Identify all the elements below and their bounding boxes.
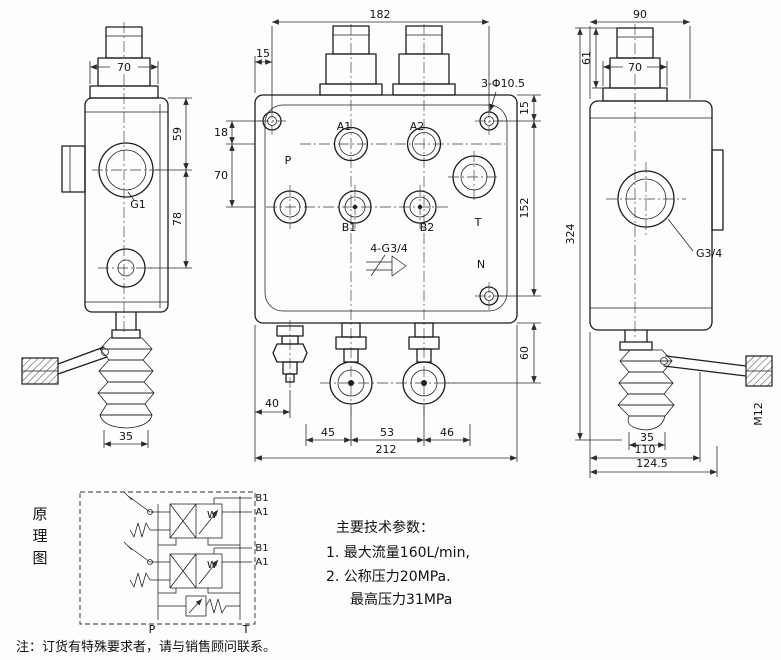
right-lever-assembly [617, 329, 773, 431]
port-b1 [338, 185, 372, 229]
port-label-a1: A1 [337, 120, 352, 133]
left-side-view: 70 G1 59 78 [21, 22, 192, 448]
right-body-boss [711, 149, 724, 231]
schematic-w-label-1: W [207, 510, 217, 521]
schematic-title-char-3: 图 [32, 549, 47, 567]
dim-label-left-cap-width: 70 [117, 61, 131, 74]
dim-label-left-lower: 78 [171, 212, 184, 226]
dim-label-seg2: 53 [380, 426, 394, 439]
dim-lines-offset-left [254, 56, 272, 93]
dim-label-right-grip: 35 [640, 431, 654, 444]
dim-label-total-height: 324 [564, 224, 577, 245]
dim-label-left-grip: 35 [119, 430, 133, 443]
left-lever-assembly [21, 311, 155, 429]
port-label-a2: A2 [410, 120, 425, 133]
dim-label-thread: M12 [752, 402, 765, 426]
label-ports-thread: 4-G3/4 [370, 242, 408, 255]
label-mount-holes: 3-Φ10.5 [481, 77, 525, 90]
dim-label-offset-left: 15 [256, 47, 270, 60]
port-t-boss [448, 151, 500, 203]
specs-line-1: 1. 最大流量160L/min, [326, 545, 470, 561]
dim-lines-right-cap-width [602, 61, 668, 86]
dim-lines-left-cap-width [89, 61, 159, 84]
dim-label-depth: 90 [633, 8, 647, 21]
port-label-p: P [285, 154, 292, 167]
dim-lines-left-offsets [226, 120, 261, 208]
right-cap [602, 27, 668, 102]
valve-body-left [84, 97, 169, 313]
dim-label-right-cap-width: 70 [628, 61, 642, 74]
specs-line-2: 2. 公称压力20MPa. [326, 569, 451, 585]
order-note: 注：订货有特殊要求者，请与销售顾问联系。 [16, 639, 276, 655]
schematic-relief-valve [158, 595, 240, 617]
dim-label-relief-offset: 40 [265, 397, 279, 410]
dim-label-lever: 110 [635, 443, 656, 456]
port-b2 [403, 185, 437, 229]
port-a2 [406, 126, 442, 162]
left-bellows-boot [99, 414, 153, 429]
schematic-boundary [79, 491, 256, 625]
port-label-g34: G3/4 [696, 247, 722, 260]
specs-line-3: 最高压力31MPa [350, 591, 452, 608]
spool-cap-2 [392, 25, 456, 96]
left-body-boss [61, 145, 86, 193]
left-lever-pivot [101, 348, 109, 356]
port-label-n: N [477, 258, 485, 271]
right-lever-pivot [660, 357, 668, 365]
schematic-label-b1-bottom: B1 [255, 543, 268, 554]
spool-cap-1 [319, 25, 383, 96]
port-label-g1: G1 [130, 198, 146, 211]
dim-lines-left-grip [103, 430, 149, 448]
dim-label-total-width: 182 [370, 8, 391, 21]
front-view: 182 15 3-Φ10.5 [214, 8, 541, 462]
dim-label-left-upper: 59 [171, 127, 184, 141]
dim-label-height: 152 [518, 198, 531, 219]
dim-label-overall: 124.5 [636, 457, 668, 470]
port-a1 [333, 126, 369, 162]
schematic-label-a1-top: A1 [255, 507, 268, 518]
dim-lines-bottom [254, 325, 518, 462]
schematic-label-b1-top: B1 [255, 493, 268, 504]
schematic-title-char-2: 理 [32, 527, 47, 545]
dim-label-knob-offset: 60 [518, 346, 531, 360]
dim-label-total-body: 212 [376, 443, 397, 456]
right-side-view: 90 61 70 324 [564, 8, 773, 478]
dim-label-seg1: 45 [321, 426, 335, 439]
dim-lines-total-height [575, 28, 622, 441]
schematic-label-t: T [242, 623, 250, 636]
relief-valve-adjuster [272, 320, 308, 388]
schematic-label-a1-bottom: A1 [255, 557, 268, 568]
dim-label-port-offset: 70 [214, 169, 228, 182]
dim-lines-right-bottom [589, 332, 718, 478]
schematic-title-char-1: 原 [32, 505, 47, 523]
dim-label-cap-height: 61 [580, 51, 593, 65]
port-label-b1: B1 [342, 221, 357, 234]
dim-label-offset-right: 15 [518, 101, 531, 115]
schematic-valve-unit-2: W [123, 541, 252, 594]
mounting-hole-top-left [258, 107, 286, 135]
dim-label-hole-offset: 18 [214, 126, 228, 139]
dim-label-seg3: 46 [440, 426, 454, 439]
valve-body-front [254, 94, 518, 324]
schematic-w-label-2: W [207, 560, 217, 571]
port-g34-circle [606, 162, 686, 236]
dim-lines-total-width [271, 19, 490, 112]
dim-lines-left-heights [147, 97, 192, 269]
schematic-valve-unit-1: W [123, 491, 252, 546]
technical-specs: 主要技术参数： 1. 最大流量160L/min, 2. 公称压力20MPa. 最… [326, 519, 470, 608]
dim-lines-depth [589, 19, 691, 99]
schematic-label-p: P [149, 623, 156, 636]
dim-lines-right-heights [445, 94, 541, 384]
valve-body-right [589, 100, 713, 331]
port-label-t: T [474, 216, 482, 229]
flow-direction-arrow [366, 254, 407, 277]
port-label-b2: B2 [420, 221, 435, 234]
port-p [273, 185, 307, 229]
right-bellows-boot [627, 415, 666, 431]
specs-title: 主要技术参数： [336, 519, 434, 536]
hydraulic-schematic: 原 理 图 W B1 A1 [32, 491, 269, 636]
